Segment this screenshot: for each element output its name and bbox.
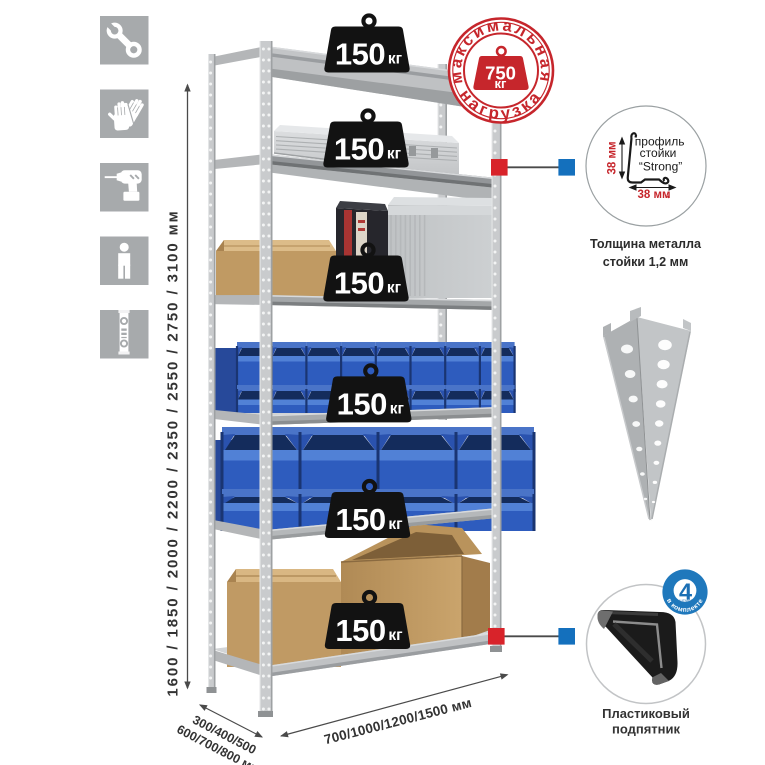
- svg-text:кг: кг: [388, 516, 403, 533]
- svg-text:38 мм: 38 мм: [607, 141, 619, 174]
- svg-text:150: 150: [337, 386, 387, 421]
- svg-text:Пластиковый: Пластиковый: [602, 706, 690, 721]
- svg-text:профиль: профиль: [635, 135, 685, 149]
- svg-text:“Strong”: “Strong”: [639, 160, 682, 174]
- svg-text:38 мм: 38 мм: [637, 189, 670, 201]
- svg-text:150: 150: [335, 502, 385, 537]
- svg-text:кг: кг: [387, 146, 402, 163]
- svg-text:кг: кг: [495, 76, 508, 91]
- svg-text:1600 / 1850 / 2000 / 2200 / 23: 1600 / 1850 / 2000 / 2200 / 2350 / 2550 …: [165, 209, 182, 696]
- svg-text:Толщина металла: Толщина металла: [590, 237, 702, 251]
- svg-text:кг: кг: [390, 400, 405, 417]
- svg-text:750: 750: [485, 63, 516, 84]
- svg-text:4: 4: [679, 578, 692, 604]
- svg-text:150: 150: [334, 132, 384, 167]
- svg-text:кг: кг: [388, 51, 403, 68]
- svg-text:стойки: стойки: [640, 146, 677, 160]
- svg-text:кг: кг: [388, 627, 403, 644]
- svg-text:стойки 1,2 мм: стойки 1,2 мм: [603, 255, 689, 269]
- svg-text:кг: кг: [387, 280, 402, 297]
- svg-text:150: 150: [335, 613, 385, 648]
- svg-text:штуки: штуки: [679, 598, 692, 603]
- svg-text:150: 150: [334, 266, 384, 301]
- svg-text:подпятник: подпятник: [612, 722, 681, 737]
- svg-text:150: 150: [335, 37, 385, 72]
